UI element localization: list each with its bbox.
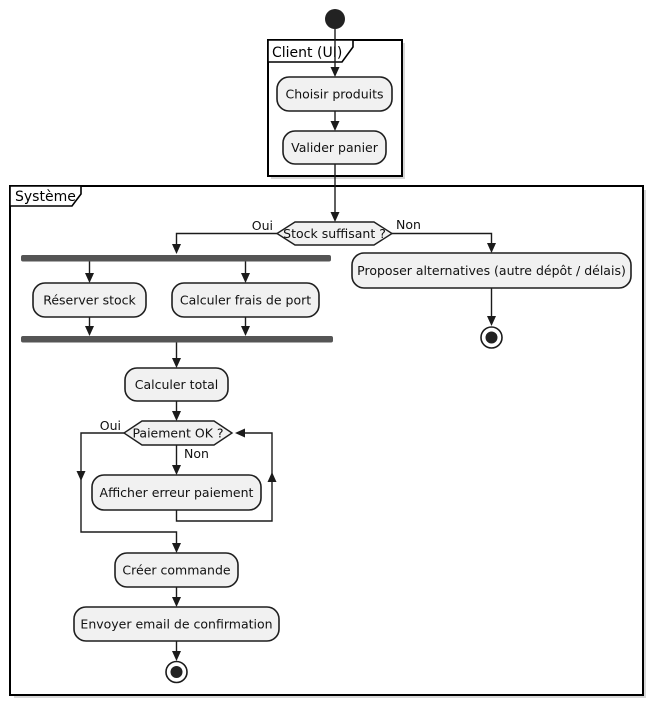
arrowhead: [172, 543, 181, 553]
edge-erreur-loopback: [175, 432, 273, 522]
arrowhead: [172, 244, 181, 254]
decision-stock-suffisant: Stock suffisant ?: [275, 221, 394, 246]
activity-label: Valider panier: [291, 140, 379, 155]
activity-label: Choisir produits: [285, 87, 383, 102]
end-node-alternatives: [480, 326, 503, 349]
start-node: [325, 9, 345, 29]
arrowhead: [330, 121, 340, 131]
partition-client-tab: [267, 39, 354, 63]
fork-bar: [21, 255, 331, 262]
activity-label: Créer commande: [122, 563, 230, 578]
arrowhead: [330, 67, 340, 77]
arrowhead: [487, 316, 496, 326]
partition-client-title: Client (UI): [272, 45, 342, 61]
decision-paiement-ok: Paiement OK ?: [122, 420, 234, 446]
arrowhead: [267, 472, 277, 482]
activity-label: Proposer alternatives (autre dépôt / dél…: [357, 263, 626, 278]
arrowhead: [172, 651, 181, 661]
partition-system-title: Système: [15, 189, 76, 205]
activity-label: Envoyer email de confirmation: [80, 617, 272, 632]
activity-label: Calculer total: [135, 377, 219, 392]
activity-label: Afficher erreur paiement: [100, 485, 254, 500]
activity-calculer-frais: Calculer frais de port: [171, 282, 320, 318]
activity-envoyer-email: Envoyer email de confirmation: [73, 606, 280, 642]
activity-choisir-produits: Choisir produits: [276, 76, 393, 112]
end-node-main: [165, 660, 188, 684]
decision-label: Stock suffisant ?: [283, 226, 386, 241]
activity-reserver-stock: Réserver stock: [32, 282, 147, 318]
activity-creer-commande: Créer commande: [114, 552, 239, 588]
edge-label-stock-non: Non: [396, 217, 421, 232]
partition-system-tab: [9, 185, 82, 207]
activity-proposer-alternatives: Proposer alternatives (autre dépôt / dél…: [351, 252, 632, 289]
decision-label: Paiement OK ?: [132, 426, 223, 441]
arrowhead: [76, 471, 86, 481]
activity-label: Calculer frais de port: [180, 293, 311, 308]
edge-label-paiement-oui: Oui: [100, 418, 121, 433]
arrowhead: [172, 358, 181, 368]
arrowhead: [487, 243, 496, 253]
edges: [76, 29, 496, 661]
arrowhead: [235, 428, 245, 438]
arrowhead: [241, 273, 250, 283]
arrowhead: [172, 465, 181, 475]
arrowhead: [241, 326, 250, 336]
arrowhead: [85, 273, 94, 283]
join-bar: [21, 336, 333, 343]
activity-label: Réserver stock: [43, 293, 136, 308]
edge-stock-non: [392, 232, 493, 244]
arrowhead: [85, 326, 94, 336]
activity-valider-panier: Valider panier: [282, 130, 387, 165]
arrowhead: [330, 212, 340, 222]
edge-label-paiement-non: Non: [184, 446, 209, 461]
edge-paiement-oui: [80, 432, 178, 544]
arrowhead: [172, 597, 181, 607]
activity-afficher-erreur: Afficher erreur paiement: [91, 474, 262, 511]
edge-label-stock-oui: Oui: [252, 218, 273, 233]
arrowhead: [172, 411, 181, 421]
edge-stock-oui: [175, 232, 277, 246]
activity-calculer-total: Calculer total: [124, 367, 229, 402]
